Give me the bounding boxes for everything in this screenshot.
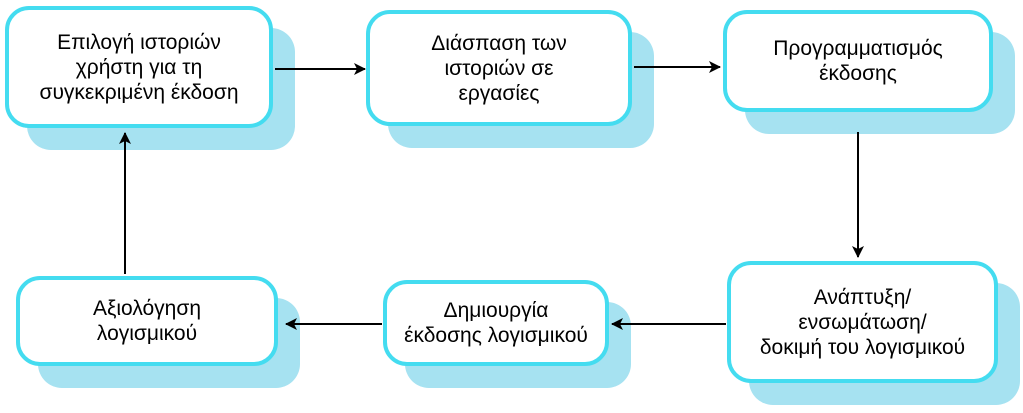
node-label-line: Προγραμματισμός bbox=[773, 37, 943, 60]
node-label-line: έκδοσης bbox=[819, 62, 897, 85]
node-box: Αξιολόγηση λογισμικού bbox=[16, 276, 278, 366]
node-label-line: ιστοριών σε bbox=[444, 56, 554, 80]
node-label-line: δοκιμή του λογισμικού bbox=[759, 335, 966, 359]
node-label-line: Επιλογή ιστοριών bbox=[57, 30, 221, 54]
node-release-software: Δημιουργία έκδοσης λογισμικού bbox=[383, 280, 631, 388]
node-label-line: Ανάπτυξη/ bbox=[813, 285, 912, 309]
node-label-line: λογισμικού bbox=[96, 322, 198, 345]
node-box: Επιλογή ιστοριών χρήστη για τη συγκεκριμ… bbox=[5, 6, 273, 128]
node-box: Ανάπτυξη/ ενσωμάτωση/ δοκιμή του λογισμι… bbox=[727, 261, 998, 383]
node-evaluate-system: Αξιολόγηση λογισμικού bbox=[16, 276, 300, 388]
node-select-user-stories: Επιλογή ιστοριών χρήστη για τη συγκεκριμ… bbox=[5, 6, 295, 150]
node-label-line: έκδοσης λογισμικού bbox=[404, 324, 588, 347]
node-break-stories-into-tasks: Διάσπαση των ιστοριών σε εργασίες bbox=[366, 10, 654, 148]
node-label-line: εργασίες bbox=[458, 81, 540, 105]
node-label-line: Δημιουργία bbox=[443, 299, 549, 322]
node-plan-release: Προγραμματισμός έκδοσης bbox=[723, 10, 1015, 134]
node-box: Διάσπαση των ιστοριών σε εργασίες bbox=[366, 10, 632, 126]
node-label-line: Αξιολόγηση bbox=[92, 297, 202, 320]
node-label-line: Διάσπαση των bbox=[431, 31, 567, 55]
node-label-line: ενσωμάτωση/ bbox=[798, 310, 927, 334]
node-develop-integrate-test: Ανάπτυξη/ ενσωμάτωση/ δοκιμή του λογισμι… bbox=[727, 261, 1020, 405]
node-box: Δημιουργία έκδοσης λογισμικού bbox=[383, 280, 609, 366]
node-label-line: χρήστη για τη bbox=[75, 55, 203, 79]
node-box: Προγραμματισμός έκδοσης bbox=[723, 10, 993, 112]
node-label-line: συγκεκριμένη έκδοση bbox=[39, 80, 239, 104]
